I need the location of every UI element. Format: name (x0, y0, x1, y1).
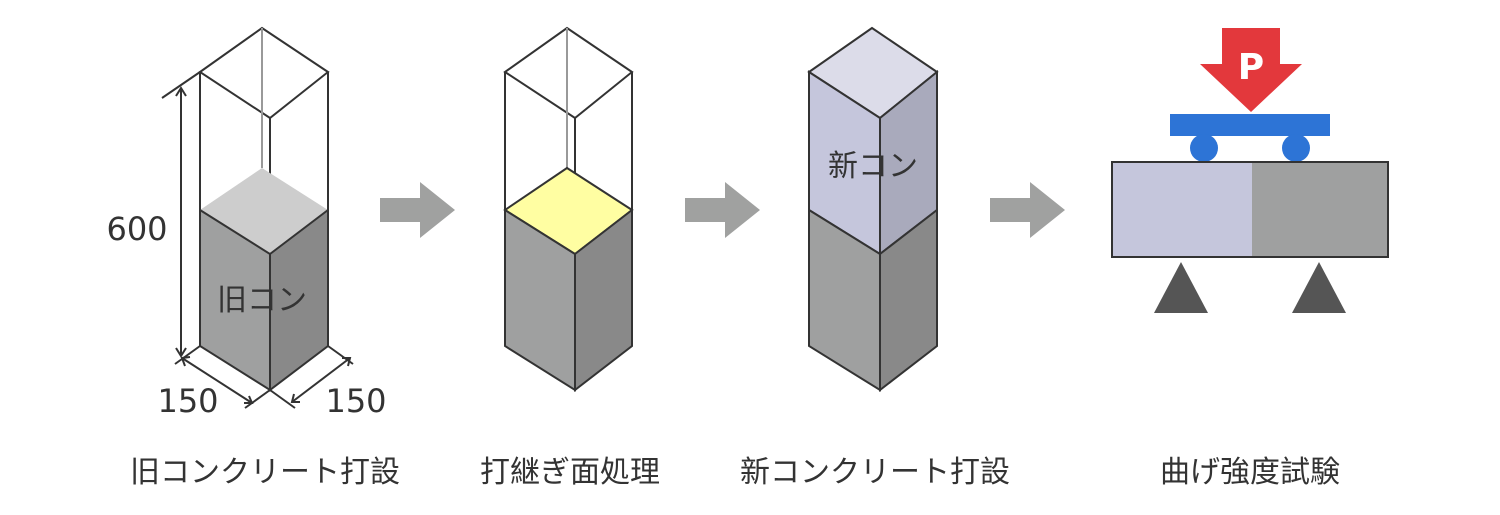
step1-caption: 旧コンクリート打設 (130, 455, 400, 490)
process-arrow-3 (990, 182, 1065, 238)
specimen-old-concrete-half (1252, 162, 1388, 257)
loading-roller-right (1282, 134, 1310, 162)
step3-caption: 新コンクリート打設 (740, 455, 1010, 490)
height-value: 600 (106, 210, 167, 248)
old-concrete-front (200, 210, 270, 390)
mold-wireframe (198, 26, 330, 210)
step3-specimen-new-concrete: 新コン (807, 26, 939, 393)
depth-value: 150 (325, 382, 386, 420)
step4-caption: 曲げ強度試験 (1160, 455, 1340, 490)
old-concrete-side (574, 207, 633, 393)
new-concrete-label: 新コン (828, 149, 918, 184)
depth-dimension (269, 345, 354, 409)
old-concrete-side (270, 210, 328, 390)
load-label: P (1238, 47, 1264, 88)
height-dimension (161, 71, 201, 358)
width-value: 150 (157, 382, 218, 420)
old-concrete-label: 旧コン (217, 283, 307, 318)
step2-caption: 打継ぎ面処理 (480, 455, 660, 490)
old-concrete-side (879, 207, 938, 393)
step1-specimen-old-concrete: 旧コン 600 150 150 (106, 26, 387, 420)
process-arrow-1 (380, 182, 455, 238)
step2-specimen-joint-treatment (503, 26, 634, 393)
support-right (1292, 262, 1346, 313)
loading-roller-left (1190, 134, 1218, 162)
specimen-outline (1111, 161, 1389, 258)
specimen-new-concrete-half (1112, 162, 1252, 257)
process-arrow-2 (685, 182, 760, 238)
load-arrow (1200, 28, 1302, 112)
width-dimension (174, 345, 271, 409)
mold-wireframe (503, 26, 634, 210)
step4-flexural-test: P (1111, 28, 1389, 313)
old-concrete-top (200, 168, 328, 254)
support-left (1154, 262, 1208, 313)
loading-beam (1170, 114, 1330, 136)
